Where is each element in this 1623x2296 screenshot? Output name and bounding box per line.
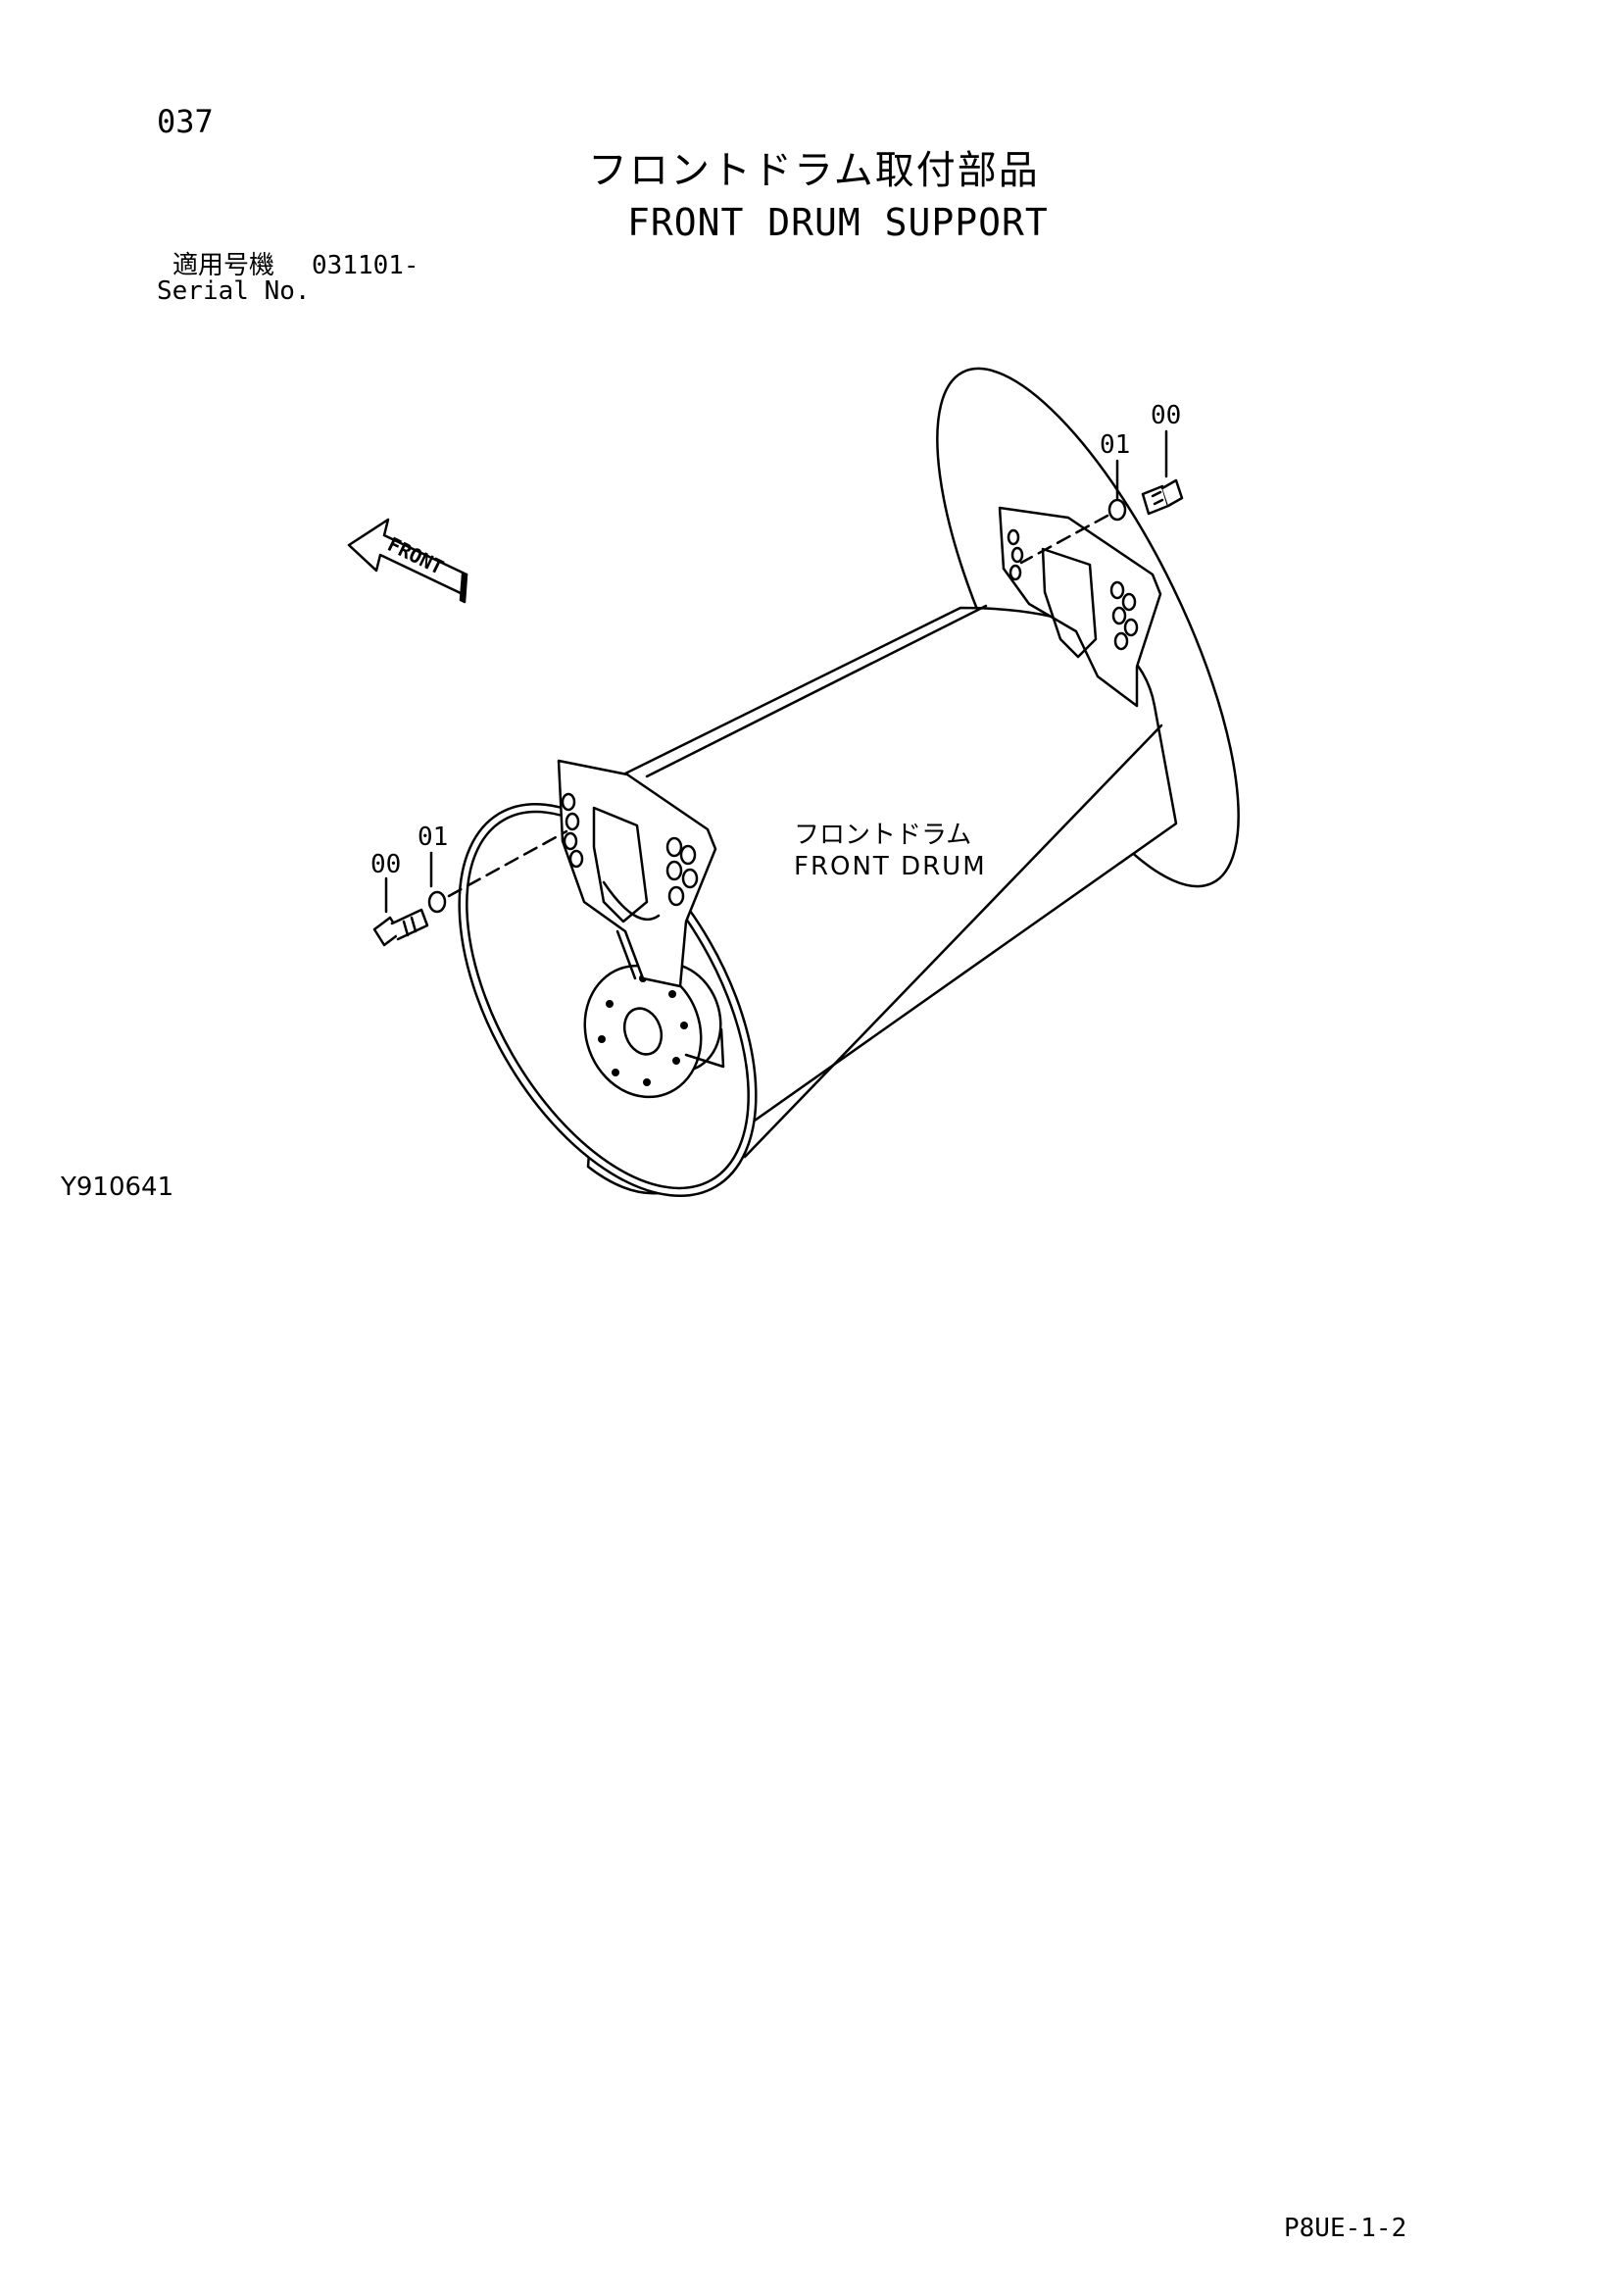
page-title-en: FRONT DRUM SUPPORT bbox=[627, 201, 1049, 244]
serial-value: 031101- bbox=[312, 251, 419, 280]
right-bolt-icon bbox=[1141, 478, 1184, 516]
sheet-code: P8UE-1-2 bbox=[1284, 2214, 1407, 2243]
front-direction-arrow-icon bbox=[347, 518, 468, 604]
callout-right-bolt: 00 bbox=[1151, 401, 1181, 430]
drum-label-en: FRONT DRUM bbox=[794, 852, 987, 881]
serial-label-jp: 適用号機 bbox=[172, 251, 275, 280]
page-number: 037 bbox=[157, 103, 214, 140]
drum-label-jp: フロントドラム bbox=[794, 821, 971, 850]
left-bolt-icon bbox=[372, 908, 429, 947]
callout-left-washer: 01 bbox=[418, 823, 448, 852]
serial-label-en: Serial No. bbox=[157, 276, 311, 306]
callout-right-washer: 01 bbox=[1100, 430, 1130, 460]
front-drum bbox=[458, 367, 1240, 1197]
drum-hub bbox=[583, 962, 725, 1099]
page-title-jp: フロントドラム取付部品 bbox=[588, 148, 1040, 193]
left-washer-icon bbox=[427, 890, 447, 914]
left-support-bracket bbox=[557, 759, 717, 988]
figure-id: Y910641 bbox=[61, 1173, 174, 1202]
right-support-bracket bbox=[998, 506, 1162, 708]
right-washer-icon bbox=[1107, 498, 1127, 522]
callout-left-bolt: 00 bbox=[370, 850, 401, 879]
